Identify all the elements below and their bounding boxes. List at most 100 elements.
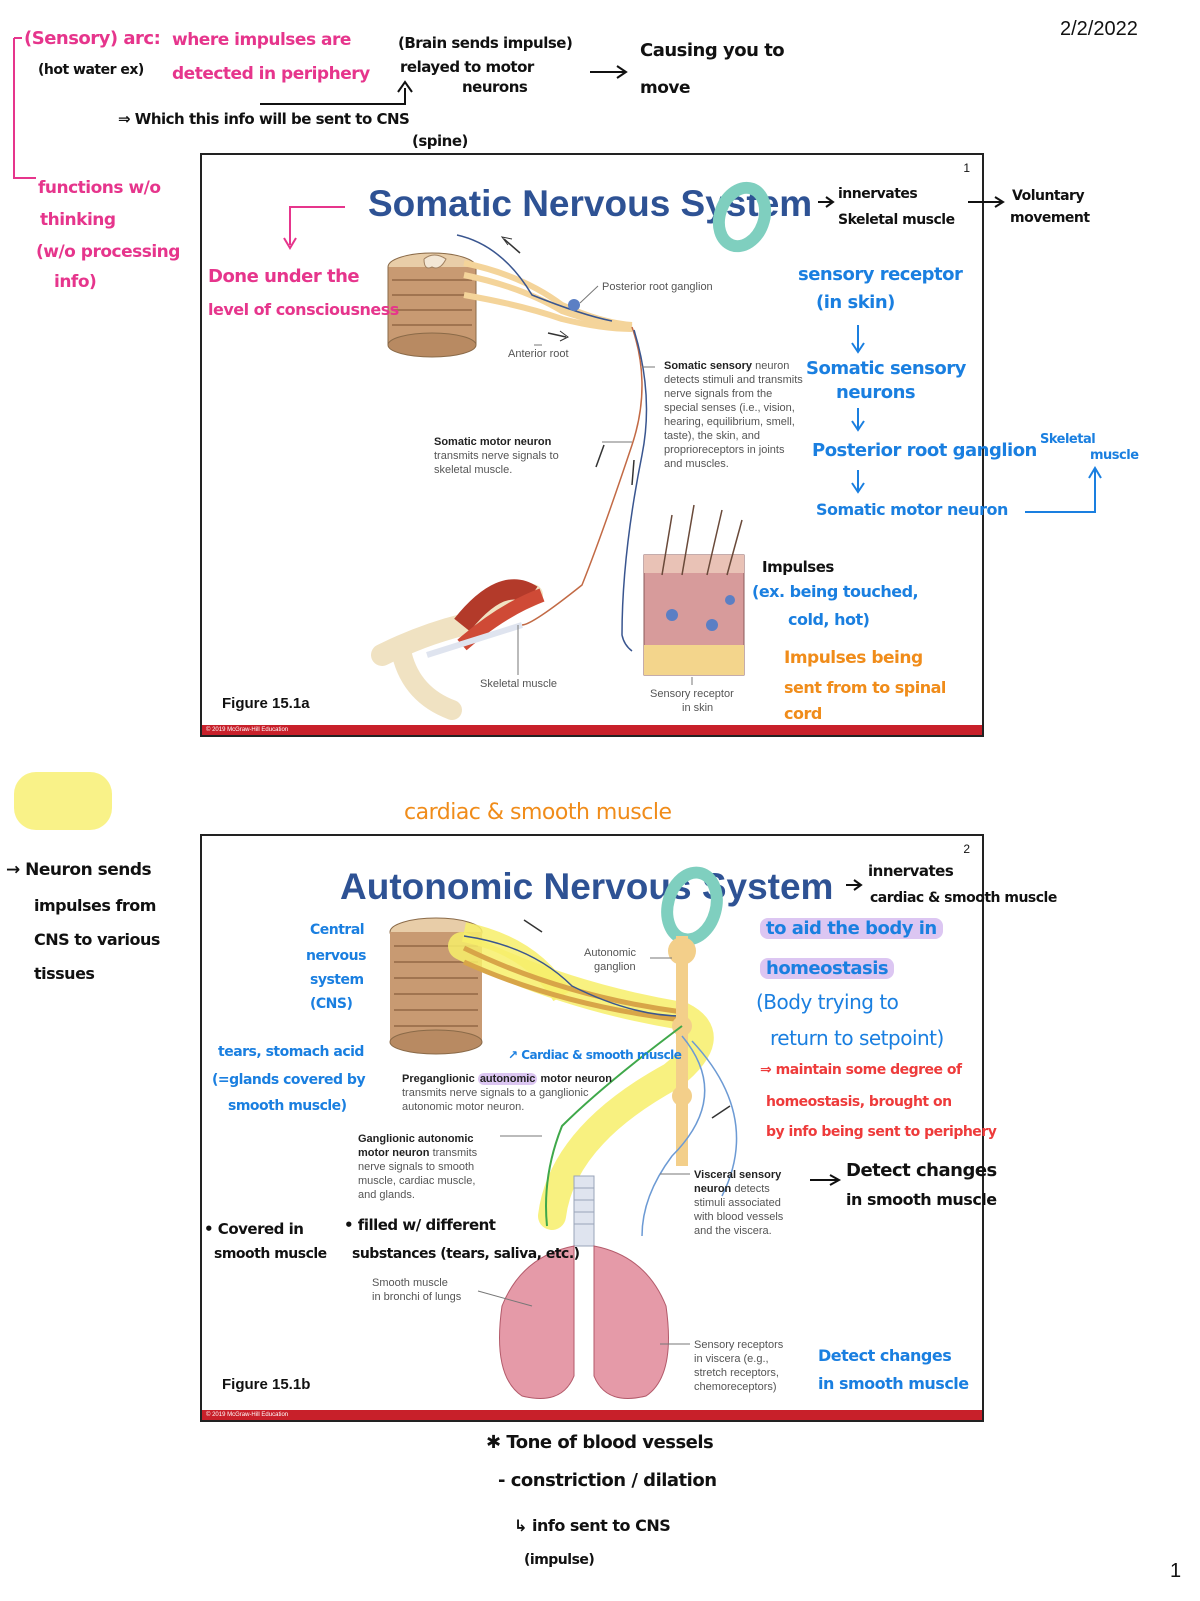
note-substances: substances (tears, saliva, etc.) bbox=[352, 1246, 580, 1262]
note-cardiac-smooth-2: cardiac & smooth muscle bbox=[870, 890, 1057, 906]
note-muscle: muscle bbox=[1090, 448, 1139, 463]
note-cardiac-smooth-muscle: cardiac & smooth muscle bbox=[404, 800, 672, 825]
note-detect-blue: Detect changes bbox=[818, 1346, 952, 1365]
yellow-highlight-blob bbox=[14, 772, 112, 830]
label-smooth-muscle-1: Smooth muscle bbox=[372, 1277, 448, 1289]
label-visceral-line-5: and the viscera. bbox=[694, 1225, 772, 1237]
note-return-setpoint: return to setpoint) bbox=[770, 1026, 944, 1050]
label-ganglionic-line-2: motor neuron transmits bbox=[358, 1146, 477, 1160]
note-move: move bbox=[640, 78, 691, 98]
note-detected-periphery: detected in periphery bbox=[172, 64, 370, 84]
visceral-rest-1: detects bbox=[734, 1183, 770, 1195]
note-somatic-motor: Somatic motor neuron bbox=[816, 500, 1008, 519]
label-sensory-receptor-1: Sensory receptor bbox=[650, 688, 734, 700]
note-impulses-from: impulses from bbox=[34, 896, 156, 915]
label-somatic-motor: Somatic motor neuron transmits nerve sig… bbox=[434, 435, 574, 477]
note-info-sent-cns: ↳ info sent to CNS bbox=[514, 1516, 671, 1535]
note-sent-spinal: sent from to spinal bbox=[784, 678, 946, 697]
note-somatic-sensory: Somatic sensory bbox=[806, 358, 966, 379]
label-preganglionic-bold-a: Preganglionic bbox=[402, 1073, 475, 1085]
label-smooth-muscle-2: in bronchi of lungs bbox=[372, 1291, 462, 1303]
note-smooth-muscle-paren: smooth muscle) bbox=[228, 1098, 347, 1114]
note-nervous: nervous bbox=[306, 948, 366, 964]
label-visceral-line-3: stimuli associated bbox=[694, 1197, 781, 1209]
note-skeletal-muscle: Skeletal muscle bbox=[838, 212, 955, 228]
label-anterior-root: Anterior root bbox=[508, 348, 569, 360]
figure-label: Figure 15.1b bbox=[222, 1376, 311, 1393]
visceral-bold-1: Visceral sensory bbox=[694, 1169, 782, 1181]
note-in-smooth-muscle: in smooth muscle bbox=[846, 1190, 997, 1209]
note-detect-changes: Detect changes bbox=[846, 1160, 997, 1181]
note-homeostasis: homeostasis bbox=[760, 958, 895, 979]
label-ganglionic-line-5: and glands. bbox=[358, 1189, 415, 1201]
note-body-trying: (Body trying to bbox=[756, 990, 899, 1014]
label-preganglionic: Preganglionic autonomic motor neuron bbox=[402, 1072, 612, 1086]
note-aid-body: to aid the body in bbox=[760, 918, 943, 939]
note-relayed-motor: relayed to motor bbox=[400, 58, 534, 76]
note-cord: cord bbox=[784, 704, 822, 723]
label-autonomic: Autonomic bbox=[584, 947, 636, 959]
note-cold-hot: cold, hot) bbox=[788, 610, 870, 629]
note-in-smooth-blue: in smooth muscle bbox=[818, 1374, 969, 1393]
note-sensory-arc: (Sensory) arc: bbox=[24, 28, 161, 49]
note-processing: (w/o processing bbox=[36, 242, 180, 262]
label-ganglionic-line-4: muscle, cardiac muscle, bbox=[358, 1175, 476, 1187]
note-movement: movement bbox=[1010, 210, 1090, 226]
footer-bar: © 2019 McGraw-Hill Education bbox=[202, 725, 982, 735]
note-impulses: Impulses bbox=[762, 558, 834, 576]
note-where-impulses: where impulses are bbox=[172, 30, 351, 50]
slide-title: Autonomic Nervous System bbox=[340, 866, 834, 907]
note-glands-covered: (=glands covered by bbox=[212, 1072, 366, 1088]
note-tears: tears, stomach acid bbox=[218, 1044, 364, 1060]
note-filled-with: • filled w/ different bbox=[344, 1216, 496, 1234]
note-cns: (CNS) bbox=[310, 996, 353, 1012]
note-tissues: tissues bbox=[34, 964, 95, 983]
note-in-skin: (in skin) bbox=[816, 292, 895, 313]
label-sensory-receptors-1: Sensory receptors bbox=[694, 1339, 784, 1351]
label-somatic-motor-text: transmits nerve signals to skeletal musc… bbox=[434, 450, 559, 476]
note-spine: (spine) bbox=[412, 132, 468, 150]
note-cns-various: CNS to various bbox=[34, 930, 160, 949]
label-sensory-receptors-2: in viscera (e.g., bbox=[694, 1353, 769, 1365]
label-somatic-motor-bold: Somatic motor neuron bbox=[434, 436, 552, 448]
note-info-periphery: by info being sent to periphery bbox=[766, 1124, 997, 1140]
note-innervates: innervates bbox=[838, 186, 918, 202]
label-somatic-sensory-bold: Somatic sensory bbox=[664, 360, 753, 372]
footer-bar: © 2019 McGraw-Hill Education bbox=[202, 1410, 982, 1420]
note-system: system bbox=[310, 972, 364, 988]
note-neurons-blue: neurons bbox=[836, 382, 916, 403]
ganglionic-bold-2: motor neuron bbox=[358, 1147, 430, 1159]
label-ganglionic-line-3: nerve signals to smooth bbox=[358, 1161, 475, 1173]
slide-number: 2 bbox=[963, 842, 970, 856]
note-homeostasis-brought: homeostasis, brought on bbox=[766, 1094, 952, 1110]
note-posterior-root: Posterior root ganglion bbox=[812, 440, 1037, 461]
label-visceral-line-4: with blood vessels bbox=[694, 1211, 784, 1223]
note-cardiac-smooth-arrow: ↗ Cardiac & smooth muscle bbox=[508, 1048, 682, 1062]
ganglionic-bold-1: Ganglionic autonomic bbox=[358, 1133, 474, 1145]
note-voluntary: Voluntary bbox=[1012, 188, 1085, 204]
slide-somatic: 1 Somatic Nervous System bbox=[200, 153, 984, 737]
note-which-info: ⇒ Which this info will be sent to CNS bbox=[118, 110, 410, 128]
date-stamp: 2/2/2022 bbox=[1060, 18, 1138, 40]
label-preganglionic-bold-b: autonomic bbox=[477, 1073, 538, 1085]
note-done-under: Done under the bbox=[208, 266, 360, 287]
ganglionic-rest-1: transmits bbox=[432, 1147, 478, 1159]
label-somatic-sensory-text: neuron detects stimuli and transmits ner… bbox=[664, 360, 803, 470]
note-maintain: ⇒ maintain some degree of bbox=[760, 1062, 962, 1078]
autonomic-illustration bbox=[389, 866, 738, 1399]
note-skeletal: Skeletal bbox=[1040, 432, 1096, 447]
label-visceral-line-2: neuron detects bbox=[694, 1182, 770, 1196]
figure-label: Figure 15.1a bbox=[222, 695, 310, 712]
note-being-touched: (ex. being touched, bbox=[752, 582, 919, 601]
note-neuron-sends: → Neuron sends bbox=[6, 860, 152, 880]
copyright-text: © 2019 McGraw-Hill Education bbox=[206, 1412, 289, 1418]
note-neurons: neurons bbox=[462, 78, 528, 96]
visceral-bold-2: neuron bbox=[694, 1183, 732, 1195]
label-sensory-receptors-3: stretch receptors, bbox=[694, 1367, 779, 1379]
label-ganglionic-bold-1: Ganglionic autonomic bbox=[358, 1132, 474, 1146]
note-causing: Causing you to bbox=[640, 40, 785, 61]
note-thinking: thinking bbox=[40, 210, 116, 230]
label-somatic-sensory: Somatic sensory neuron detects stimuli a… bbox=[664, 359, 804, 471]
